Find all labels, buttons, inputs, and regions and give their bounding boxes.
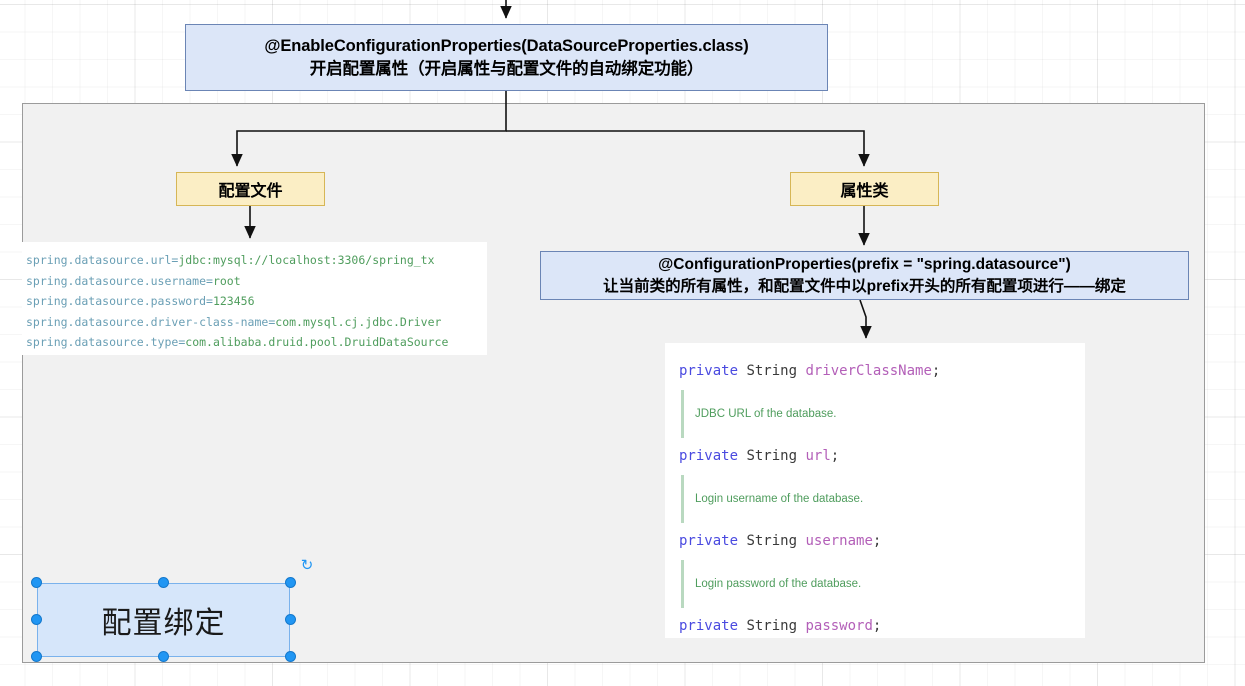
configuration-properties-annotation: @ConfigurationProperties(prefix = "sprin…	[658, 255, 1071, 273]
resize-handle-se[interactable]	[285, 651, 296, 662]
enable-configuration-properties-box[interactable]: @EnableConfigurationProperties(DataSourc…	[185, 24, 828, 91]
java-modifier: private	[679, 533, 739, 549]
java-modifier: private	[679, 618, 739, 634]
java-semicolon: ;	[830, 448, 840, 464]
resize-handle-s[interactable]	[158, 651, 169, 662]
property-equals: =	[171, 253, 179, 267]
property-value: jdbc:mysql://localhost:3306/spring_tx	[178, 253, 435, 267]
properties-line: spring.datasource.type=com.alibaba.druid…	[26, 332, 487, 353]
property-equals: =	[268, 314, 276, 329]
javadoc-comment: JDBC URL of the database.	[681, 390, 1085, 438]
java-semicolon: ;	[872, 533, 882, 549]
java-type: String	[746, 533, 798, 549]
java-type: String	[746, 448, 798, 464]
configuration-properties-box[interactable]: @ConfigurationProperties(prefix = "sprin…	[540, 251, 1189, 300]
config-file-label: 配置文件	[218, 183, 283, 200]
property-value: com.mysql.cj.jdbc.Driver	[275, 314, 442, 329]
properties-line: spring.datasource.username=root	[26, 271, 487, 292]
java-field-declaration: private String username;	[679, 523, 1085, 560]
property-value: com.alibaba.druid.pool.DruidDataSource	[185, 335, 449, 349]
datasource-properties-java-snippet[interactable]: private String driverClassName;JDBC URL …	[665, 343, 1085, 638]
resize-handle-ne[interactable]	[285, 577, 296, 588]
config-file-box[interactable]: 配置文件	[176, 172, 325, 206]
java-field-declaration: private String url;	[679, 438, 1085, 475]
enable-configuration-properties-description: 开启配置属性（开启属性与配置文件的自动绑定功能）	[309, 59, 704, 78]
property-key: spring.datasource.url	[26, 253, 172, 267]
java-field-name: driverClassName	[805, 363, 932, 379]
java-field-declaration: private String driverClassName;	[679, 353, 1085, 390]
property-key: spring.datasource.username	[26, 273, 207, 288]
java-field-name: url	[805, 448, 831, 464]
java-semicolon: ;	[872, 618, 882, 634]
java-field-declaration: private String password;	[679, 608, 1085, 638]
resize-handle-e[interactable]	[285, 614, 296, 625]
application-properties-snippet[interactable]: spring.datasource.url=jdbc:mysql://local…	[22, 242, 487, 355]
java-modifier: private	[679, 363, 739, 379]
configuration-binding-label: 配置绑定	[101, 607, 226, 640]
properties-line: spring.datasource.url=jdbc:mysql://local…	[26, 250, 487, 271]
rotate-icon[interactable]: ↻	[300, 557, 314, 574]
property-equals: =	[206, 273, 213, 288]
enable-configuration-properties-annotation: @EnableConfigurationProperties(DataSourc…	[264, 36, 749, 55]
selected-shape-group[interactable]: 配置绑定 ↻	[31, 558, 313, 662]
java-field-name: username	[805, 533, 873, 549]
property-key: spring.datasource.driver-class-name	[26, 314, 269, 329]
property-key: spring.datasource.type	[26, 335, 179, 349]
properties-class-box[interactable]: 属性类	[790, 172, 939, 206]
resize-handle-nw[interactable]	[31, 577, 42, 588]
java-field-name: password	[805, 618, 873, 634]
java-type: String	[746, 618, 798, 634]
resize-handle-n[interactable]	[158, 577, 169, 588]
configuration-properties-description: 让当前类的所有属性，和配置文件中以prefix开头的所有配置项进行——绑定	[603, 277, 1126, 295]
java-modifier: private	[679, 448, 739, 464]
property-value: 123456	[212, 294, 255, 308]
properties-line: spring.datasource.password=123456	[26, 291, 487, 312]
configuration-binding-shape[interactable]: 配置绑定	[37, 583, 290, 657]
resize-handle-w[interactable]	[31, 614, 42, 625]
property-equals: =	[178, 335, 186, 349]
property-key: spring.datasource.password	[26, 294, 207, 308]
javadoc-comment: Login password of the database.	[681, 560, 1085, 608]
property-value: root	[212, 273, 241, 288]
properties-class-label: 属性类	[840, 183, 889, 200]
properties-line: spring.datasource.driver-class-name=com.…	[26, 312, 487, 333]
java-semicolon: ;	[931, 363, 941, 379]
property-equals: =	[206, 294, 213, 308]
java-type: String	[746, 363, 798, 379]
javadoc-comment: Login username of the database.	[681, 475, 1085, 523]
resize-handle-sw[interactable]	[31, 651, 42, 662]
